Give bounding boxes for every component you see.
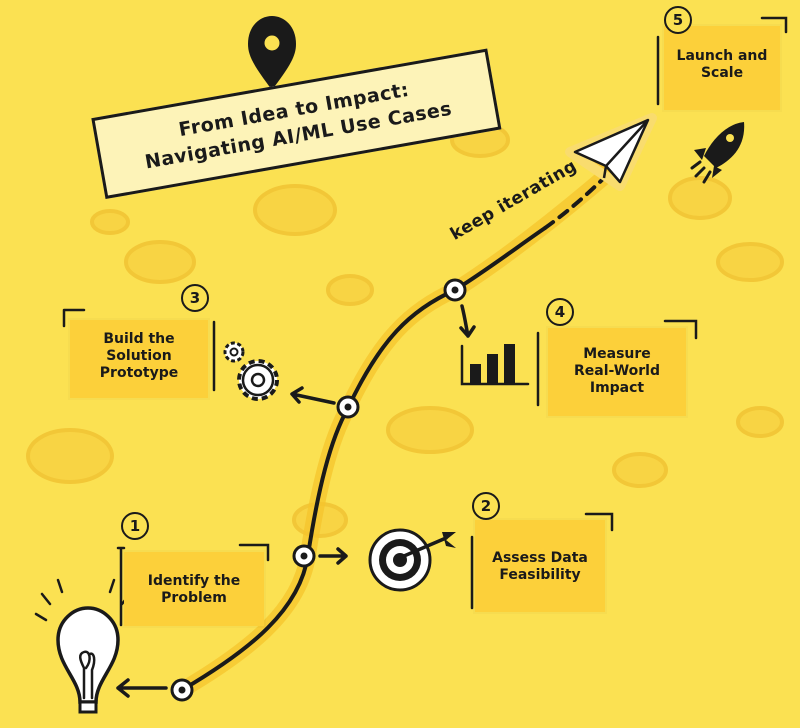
step-1-number: 1 [121, 512, 149, 540]
lightbulb-icon [34, 578, 138, 714]
step-1-box: Identify the Problem [124, 552, 264, 626]
step-3-label-line: Build the [103, 331, 175, 347]
step-2-number: 2 [472, 492, 500, 520]
step-5-label-line: Scale [700, 65, 744, 81]
rocket-icon [690, 122, 745, 184]
step-2-box: Assess Data Feasibility [475, 520, 605, 612]
paper-plane-icon [565, 113, 657, 191]
step-2-label-line: Feasibility [499, 567, 581, 583]
step-3-box: Build the Solution Prototype [70, 320, 208, 398]
box-brackets [62, 16, 788, 627]
step-2-label-line: Assess Data [492, 550, 588, 566]
step-3-label: Build the Solution Prototype [70, 331, 208, 382]
step-5-label: Launch and Scale [664, 48, 780, 82]
map-pin-icon [248, 16, 296, 90]
path-nodes [170, 278, 467, 702]
step-4-number: 4 [546, 298, 574, 326]
step-3-label-line: Prototype [99, 365, 179, 381]
step-1-label-line: Identify the [147, 573, 241, 589]
step-5-label-line: Launch and [676, 48, 768, 64]
step-5-number: 5 [664, 6, 692, 34]
step-2-label: Assess Data Feasibility [475, 550, 605, 584]
step-5-box: Launch and Scale [664, 26, 780, 110]
step-1-label-line: Problem [161, 590, 227, 606]
step-3-number: 3 [181, 284, 209, 312]
step-4-label-line: Measure [583, 346, 651, 362]
background-blobs [26, 122, 784, 538]
step-4-label: Measure Real-World Impact [548, 346, 686, 397]
step-3-label-line: Solution [106, 348, 172, 364]
gears-icon [223, 341, 279, 401]
step-4-box: Measure Real-World Impact [548, 328, 686, 416]
step-4-label-line: Real-World [574, 363, 660, 379]
target-icon [368, 528, 456, 592]
step-1-label: Identify the Problem [124, 573, 264, 607]
bar-chart-icon [460, 344, 530, 386]
node-arrows [116, 304, 476, 698]
step-4-label-line: Impact [589, 380, 645, 396]
